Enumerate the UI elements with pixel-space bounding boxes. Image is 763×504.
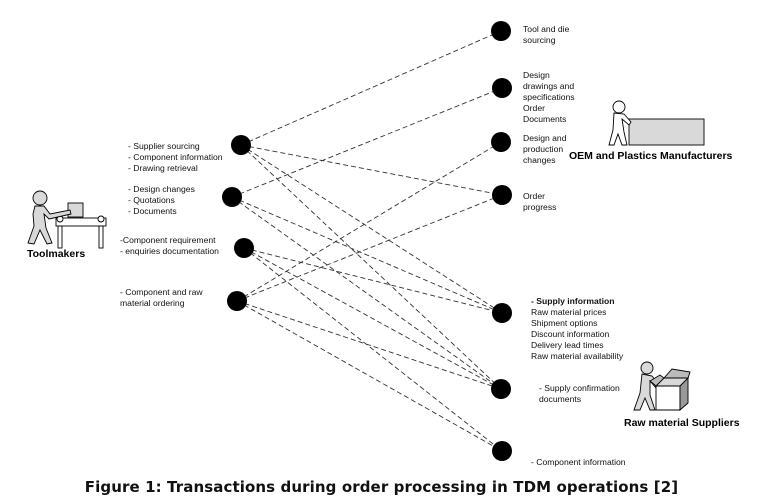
label-line: - Design changes — [128, 184, 195, 194]
label-line: - Documents — [128, 206, 177, 216]
node-l3 — [234, 238, 254, 258]
node-r5 — [492, 303, 512, 323]
label-line: -Component requirement — [120, 235, 216, 245]
label-line: Tool and die — [523, 24, 570, 34]
label-line: Documents — [523, 114, 567, 124]
label-line: - Supplier sourcing — [128, 141, 200, 151]
edge-l2-r5 — [231, 196, 503, 314]
label-line: - Component information — [128, 152, 223, 162]
label-line: Shipment options — [531, 318, 598, 328]
label-line: material ordering — [120, 298, 185, 308]
edges-layer — [231, 30, 503, 452]
edge-l1-r4 — [240, 144, 503, 196]
supplier-figure-icon — [633, 361, 691, 411]
nodes-layer — [222, 21, 512, 461]
label-line: Raw material availability — [531, 351, 624, 361]
toolmakers-label: Toolmakers — [27, 248, 85, 260]
label-line: Design and — [523, 133, 567, 143]
label-line: Order — [523, 103, 545, 113]
edge-l1-r5 — [240, 144, 503, 314]
edge-l3-r6 — [243, 247, 502, 390]
edge-l1-r1 — [240, 30, 502, 146]
label-line: progress — [523, 202, 557, 212]
edge-l1-r6 — [240, 144, 502, 390]
edge-l3-r5 — [243, 247, 503, 314]
node-r3 — [491, 132, 511, 152]
edge-l4-r3 — [236, 141, 502, 302]
label-line: - Drawing retrieval — [128, 163, 198, 173]
node-l4 — [227, 291, 247, 311]
oem-figure-icon — [608, 100, 705, 146]
label-line: specifications — [523, 92, 575, 102]
edge-l4-r4 — [236, 194, 503, 302]
edge-l3-r7 — [243, 247, 503, 452]
oem-label: OEM and Plastics Manufacturers — [569, 150, 733, 162]
label-line: Raw material prices — [531, 307, 607, 317]
figure-caption: Figure 1: Transactions during order proc… — [84, 478, 679, 496]
suppliers-label: Raw material Suppliers — [624, 417, 740, 429]
label-line: production — [523, 144, 564, 154]
label-line: Order — [523, 191, 545, 201]
label-line: sourcing — [523, 35, 556, 45]
node-r1 — [491, 21, 511, 41]
edge-l4-r6 — [236, 300, 502, 390]
label-line: - Quotations — [128, 195, 175, 205]
node-r6 — [491, 379, 511, 399]
label-line: Delivery lead times — [531, 340, 604, 350]
label-l1: - Supplier sourcing- Component informati… — [128, 141, 223, 174]
node-r2 — [492, 78, 512, 98]
label-line: - Supply confirmation — [539, 383, 620, 393]
node-r4 — [492, 185, 512, 205]
label-line: Design — [523, 70, 550, 80]
edge-l4-r7 — [236, 300, 503, 452]
label-l3: -Component requirement- enquiries docume… — [120, 235, 219, 257]
label-line: - Component and raw — [120, 287, 203, 297]
label-l2: - Design changes- Quotations- Documents — [128, 184, 195, 217]
label-line: documents — [539, 394, 582, 404]
label-line: - enquiries documentation — [120, 246, 219, 256]
node-r7 — [492, 441, 512, 461]
label-r7: - Component information — [531, 457, 626, 468]
node-l1 — [231, 135, 251, 155]
label-line: changes — [523, 155, 556, 165]
label-line: drawings and — [523, 81, 575, 91]
edge-l2-r6 — [231, 196, 502, 390]
label-line: - Component information — [531, 457, 626, 467]
label-line: Discount information — [531, 329, 610, 339]
label-line: - Supply information — [531, 296, 615, 306]
toolmaker-figure-icon — [27, 190, 107, 249]
node-l2 — [222, 187, 242, 207]
edge-l2-r2 — [231, 87, 503, 198]
